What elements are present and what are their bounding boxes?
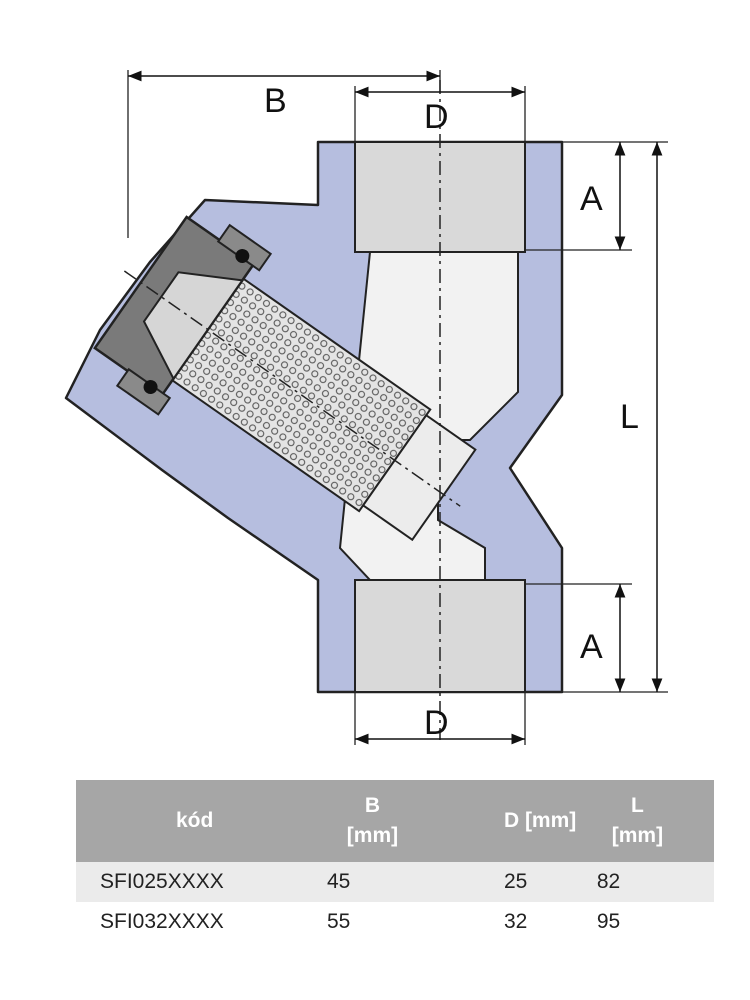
cell-b: 55	[326, 910, 351, 933]
cap-cone	[142, 271, 245, 381]
filter-assembly	[93, 215, 477, 542]
y-strainer-diagram: B D D A A L	[64, 70, 668, 745]
cell-kod: SFI032XXXX	[100, 910, 224, 933]
label-D-top: D	[424, 98, 449, 136]
cell-l: 82	[596, 870, 621, 893]
header-d: D [mm]	[503, 809, 577, 832]
dimensions-table: kód B[mm] D [mm] L[mm] SFI025XXXX 45 25 …	[76, 780, 714, 942]
label-D-bottom: D	[424, 704, 449, 742]
label-A-top: A	[580, 180, 603, 218]
header-kod: kód	[176, 809, 214, 832]
label-A-bottom: A	[580, 628, 603, 666]
cell-d: 25	[503, 870, 528, 893]
header-b: B[mm]	[346, 794, 399, 847]
label-B: B	[264, 82, 287, 120]
cell-b: 45	[326, 870, 351, 893]
o-ring-bottom	[143, 380, 158, 395]
table-row: SFI032XXXX 55 32 95	[76, 902, 714, 942]
cell-kod: SFI025XXXX	[100, 870, 224, 893]
header-l: L[mm]	[611, 794, 664, 847]
table-row: SFI025XXXX 45 25 82	[76, 862, 714, 902]
o-ring-top	[235, 248, 250, 263]
label-L: L	[620, 398, 639, 436]
table-header-row: kód B[mm] D [mm] L[mm]	[76, 780, 714, 862]
cell-d: 32	[503, 910, 528, 933]
cell-l: 95	[596, 910, 621, 933]
